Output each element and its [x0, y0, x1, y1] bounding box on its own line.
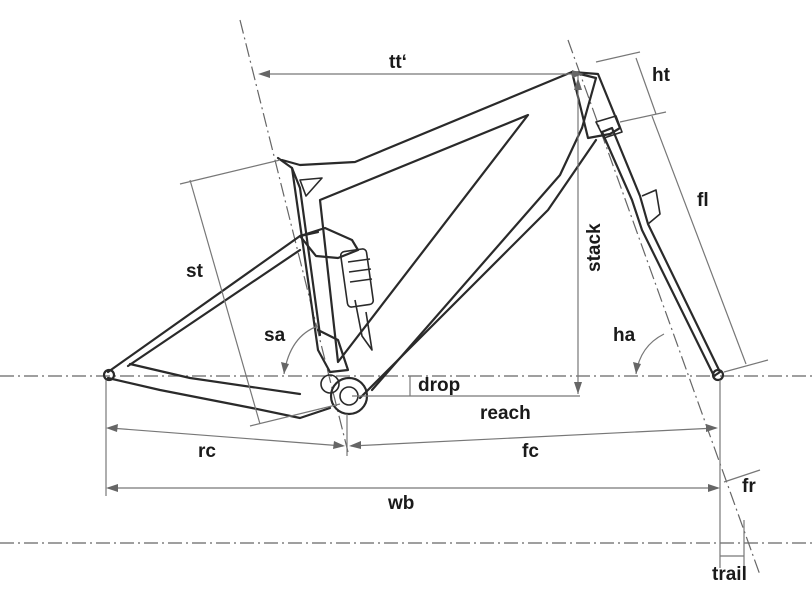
fork-leg: [600, 126, 722, 378]
fr-dim-line: [723, 469, 761, 483]
dimension-labels: tt‘ ht st stack fl sa ha drop reach rc f…: [186, 52, 756, 585]
shock-body: [339, 248, 375, 308]
chain-stay: [106, 376, 332, 420]
fc-arrow-left: [349, 441, 361, 449]
sa-arrow: [281, 362, 289, 374]
seat-stay: [106, 230, 320, 374]
center-lines: [0, 19, 812, 576]
label-sa: sa: [264, 325, 286, 346]
ht-ext-bottom: [619, 111, 667, 123]
rc-arrow-left: [106, 424, 118, 432]
tt-arrow-right: [572, 70, 584, 78]
down-tube-upper: [370, 126, 584, 392]
fork-crown: [595, 115, 623, 139]
shock-ring-3: [349, 278, 373, 283]
label-st: st: [186, 261, 204, 282]
label-stack: stack: [584, 223, 605, 272]
frame-outline: [102, 70, 725, 420]
label-fr: fr: [742, 476, 756, 497]
ha-arrow: [633, 362, 641, 374]
rc-arrow-right: [333, 441, 345, 449]
bb-shell: [316, 328, 350, 374]
wb-arrow-left: [106, 484, 118, 492]
front-axle: [711, 368, 725, 382]
wb-arrow-right: [708, 484, 720, 492]
label-fl: fl: [697, 190, 709, 211]
fl-ext-bottom: [723, 359, 769, 373]
down-tube-lower: [358, 138, 598, 400]
tt-arrow-left: [258, 70, 270, 78]
sa-arc: [283, 325, 319, 375]
top-tube: [280, 70, 598, 167]
label-ht: ht: [652, 65, 671, 86]
seat-tube: [276, 156, 332, 374]
shock-shaft: [354, 299, 373, 351]
pivot: [320, 374, 340, 394]
ha-arc: [635, 333, 665, 375]
label-fc: fc: [522, 441, 539, 462]
label-reach: reach: [480, 403, 531, 424]
st-dim-line: [189, 179, 261, 425]
label-wb: wb: [387, 493, 414, 514]
stack-arrow-bottom: [574, 382, 582, 394]
ht-dim-line: [635, 57, 657, 115]
st-ext-top: [179, 159, 281, 185]
chain-stay-upper: [128, 362, 302, 396]
label-drop: drop: [418, 375, 460, 396]
rc-dim-line: [109, 427, 344, 447]
seat-stay-inner: [126, 248, 302, 368]
fl-dim-line: [651, 115, 747, 365]
label-rc: rc: [198, 441, 216, 462]
shock-ring-1: [347, 258, 371, 263]
stack-arrow-top: [574, 78, 582, 90]
front-triangle-window: [318, 113, 530, 364]
seat-tube-axis: [239, 19, 349, 453]
fc-arrow-right: [706, 424, 718, 432]
steering-axis: [567, 39, 761, 576]
seat-tube-inner: [290, 166, 322, 337]
fc-dim-line: [350, 427, 717, 447]
shock-ring-2: [348, 268, 372, 273]
upper-window: [299, 177, 323, 197]
head-tube: [570, 70, 622, 140]
st-ext-bottom: [249, 403, 341, 427]
ht-ext-top: [595, 51, 641, 63]
label-trail: trail: [712, 564, 747, 585]
fork-arch: [641, 189, 661, 225]
rear-axle: [102, 368, 116, 382]
label-ha: ha: [613, 325, 636, 346]
dimension-lines: [105, 51, 769, 568]
label-tt: tt‘: [389, 52, 407, 73]
